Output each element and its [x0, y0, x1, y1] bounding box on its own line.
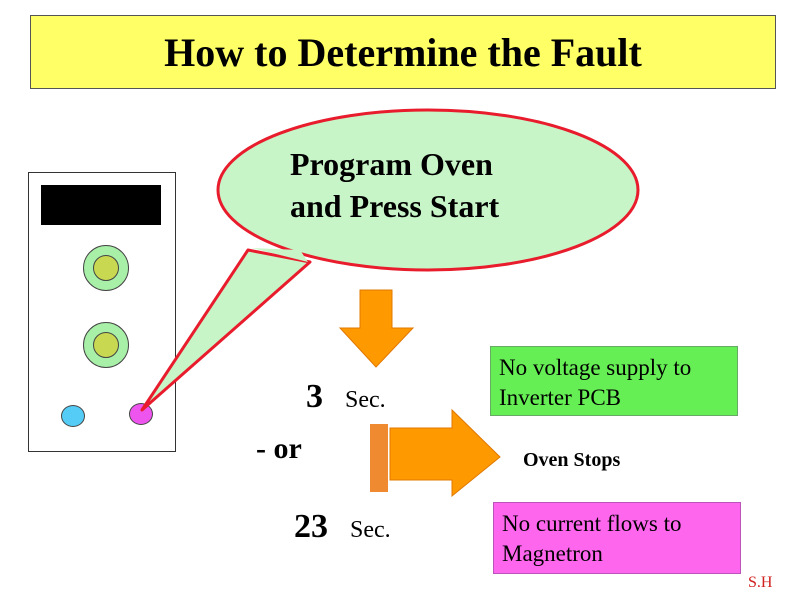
title-banner: How to Determine the Fault — [30, 15, 776, 89]
outcome-box-voltage: No voltage supply to Inverter PCB — [490, 346, 738, 416]
slide-title: How to Determine the Fault — [164, 29, 642, 75]
right-arrow — [389, 408, 501, 498]
bubble-text: Program Oven and Press Start — [290, 143, 499, 227]
oven-control-panel — [28, 172, 176, 452]
speech-bubble-tail — [140, 248, 312, 412]
knob-top-center — [93, 255, 119, 281]
bubble-line-2: and Press Start — [290, 188, 500, 224]
knob-bottom-center — [93, 332, 119, 358]
down-arrow — [338, 289, 415, 368]
bubble-line-1: Program Oven — [290, 146, 493, 182]
blue-button — [61, 405, 85, 427]
knob-top — [83, 245, 129, 291]
or-label: - or — [256, 432, 302, 465]
start-button — [129, 403, 153, 425]
oven-stops-label: Oven Stops — [523, 449, 621, 471]
outcome-current-line-2: Magnetron — [502, 541, 603, 566]
timing-23-unit: Sec. — [350, 517, 391, 543]
right-arrow-tail-bar — [370, 424, 388, 492]
outcome-current-line-1: No current flows to — [502, 511, 682, 536]
outcome-voltage-line-2: Inverter PCB — [499, 385, 622, 410]
timing-3-value: 3 — [306, 378, 323, 415]
timing-23-value: 23 — [294, 508, 328, 545]
timing-3-unit: Sec. — [345, 387, 386, 413]
speech-bubble — [216, 108, 640, 272]
author-signature: S.H — [748, 574, 773, 591]
knob-bottom — [83, 322, 129, 368]
panel-display — [41, 185, 161, 225]
outcome-box-current: No current flows to Magnetron — [493, 502, 741, 574]
outcome-voltage-line-1: No voltage supply to — [499, 355, 692, 380]
